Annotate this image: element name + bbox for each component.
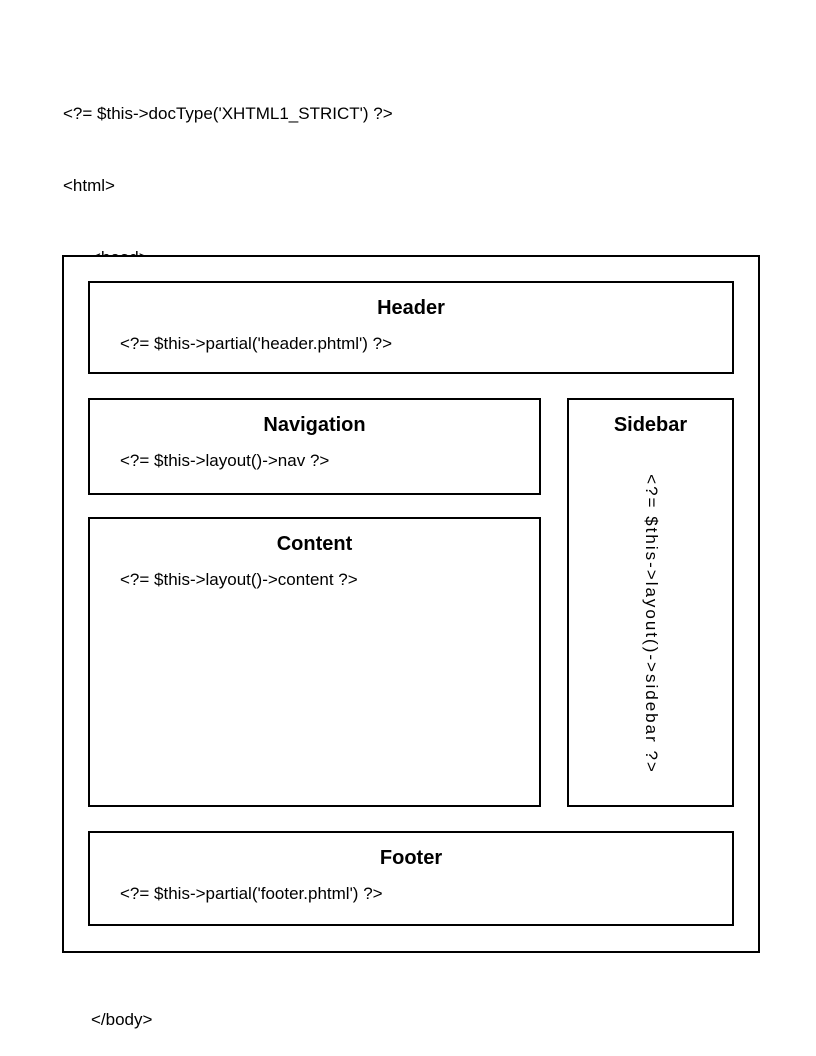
content-box: Content <?= $this->layout()->content ?> xyxy=(88,517,541,807)
content-box-title: Content xyxy=(276,533,353,555)
sidebar-box-title: Sidebar xyxy=(613,414,688,436)
sidebar-box-code: <?= $this->layout()->sidebar ?> xyxy=(641,473,661,774)
footer-box-title: Footer xyxy=(379,847,443,869)
code-line-doctype: <?= $this->docType('XHTML1_STRICT') ?> xyxy=(63,104,393,123)
navigation-box-code: <?= $this->layout()->nav ?> xyxy=(120,451,330,470)
navigation-box-title: Navigation xyxy=(263,414,366,436)
content-box-code: <?= $this->layout()->content ?> xyxy=(120,570,358,589)
header-box-code: <?= $this->partial('header.phtml') ?> xyxy=(120,334,393,353)
code-line-html-open: <html> xyxy=(63,176,115,195)
header-box: Header <?= $this->partial('header.phtml'… xyxy=(88,281,734,374)
layout-script-code-bottom: </body> </html> xyxy=(63,960,152,1056)
layout-diagram: Header <?= $this->partial('header.phtml'… xyxy=(62,255,760,953)
header-box-title: Header xyxy=(377,297,445,319)
sidebar-box: Sidebar <?= $this->layout()->sidebar ?> xyxy=(567,398,734,807)
footer-box: Footer <?= $this->partial('footer.phtml'… xyxy=(88,831,734,926)
footer-box-code: <?= $this->partial('footer.phtml') ?> xyxy=(120,884,383,903)
navigation-box: Navigation <?= $this->layout()->nav ?> xyxy=(88,398,541,495)
code-line-body-close: </body> xyxy=(91,1010,153,1029)
sidebar-vertical-area: <?= $this->layout()->sidebar ?> xyxy=(569,442,732,805)
